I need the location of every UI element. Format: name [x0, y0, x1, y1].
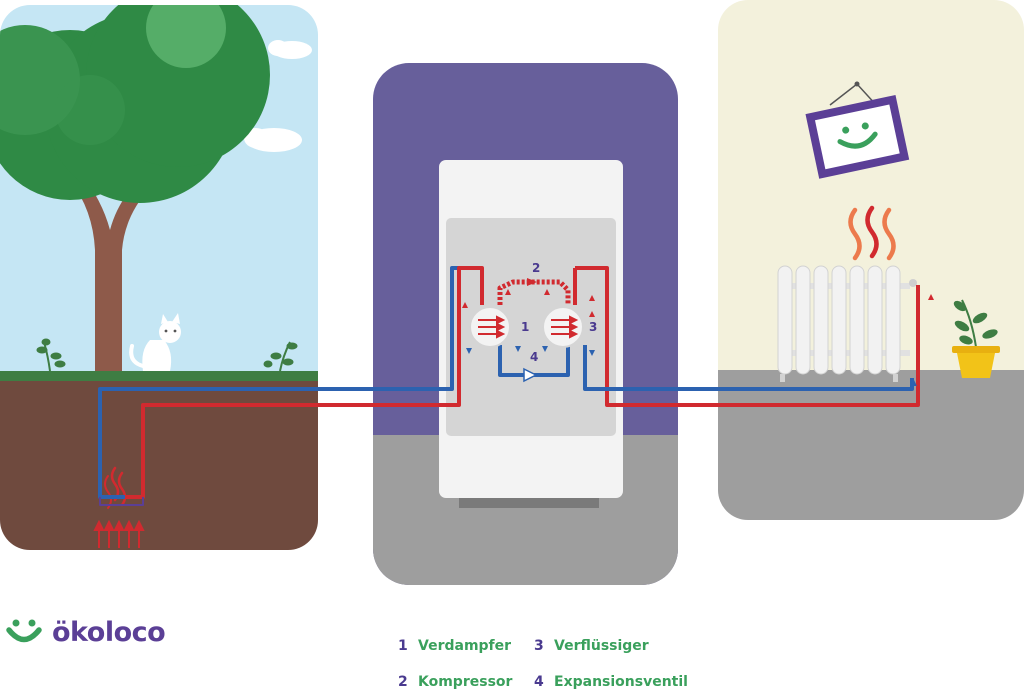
- flow-arrows: [462, 289, 934, 386]
- cloud-icon: [244, 40, 312, 152]
- potted-plant-icon: [952, 299, 1000, 378]
- legend-label: Verdampfer: [418, 638, 512, 654]
- radiator: [777, 265, 917, 382]
- step-label-1: 1: [521, 320, 529, 334]
- legend-item-condenser: 3 Verflüssiger: [534, 638, 649, 654]
- legend-item-compressor: 2 Kompressor: [398, 674, 512, 690]
- step-label-3: 3: [589, 320, 597, 334]
- compressor-arrow-icon: [527, 278, 537, 286]
- legend-number: 3: [534, 638, 544, 654]
- grass: [0, 371, 318, 381]
- legend-label: Expansionsventil: [554, 674, 688, 690]
- condenser-icon: [542, 306, 584, 348]
- legend-number: 4: [534, 674, 544, 690]
- heat-waves-icon: [848, 205, 896, 261]
- legend-item-expansion-valve: 4 Expansionsventil: [534, 674, 688, 690]
- picture-frame-icon: [805, 81, 910, 179]
- hot-pipe-heating: [575, 266, 920, 407]
- sprout-icon: [36, 338, 298, 372]
- legend-label: Kompressor: [418, 674, 513, 690]
- refrigerant-hot-line: [497, 279, 571, 305]
- unit-base: [459, 498, 599, 508]
- ground-loop: [99, 497, 144, 506]
- ground: [0, 381, 318, 550]
- brand-logo: ökoloco: [4, 612, 166, 652]
- tree: [0, 5, 270, 372]
- smile-logo-icon: [6, 619, 42, 643]
- cold-pipe-heating: [583, 345, 914, 391]
- heat-arrows-icon: [93, 519, 145, 548]
- legend-number: 1: [398, 638, 408, 654]
- step-label-2: 2: [532, 261, 540, 275]
- outdoor-panel: [0, 5, 318, 550]
- tree-trunk: [70, 172, 150, 372]
- legend-item-evaporator: 1 Verdampfer: [398, 638, 511, 654]
- brand-name: ökoloco: [52, 616, 166, 648]
- cat-icon: [129, 313, 181, 371]
- expansion-valve-icon: [523, 367, 538, 383]
- legend: 1 Verdampfer 2 Kompressor 3 Verflüssiger…: [398, 636, 718, 698]
- cold-pipe-outdoor: [98, 266, 467, 499]
- room-panel: [718, 0, 1024, 520]
- evaporator-icon: [469, 306, 511, 348]
- room-floor: [718, 370, 1024, 520]
- step-label-4: 4: [530, 350, 538, 364]
- legend-number: 2: [398, 674, 408, 690]
- legend-label: Verflüssiger: [554, 638, 649, 654]
